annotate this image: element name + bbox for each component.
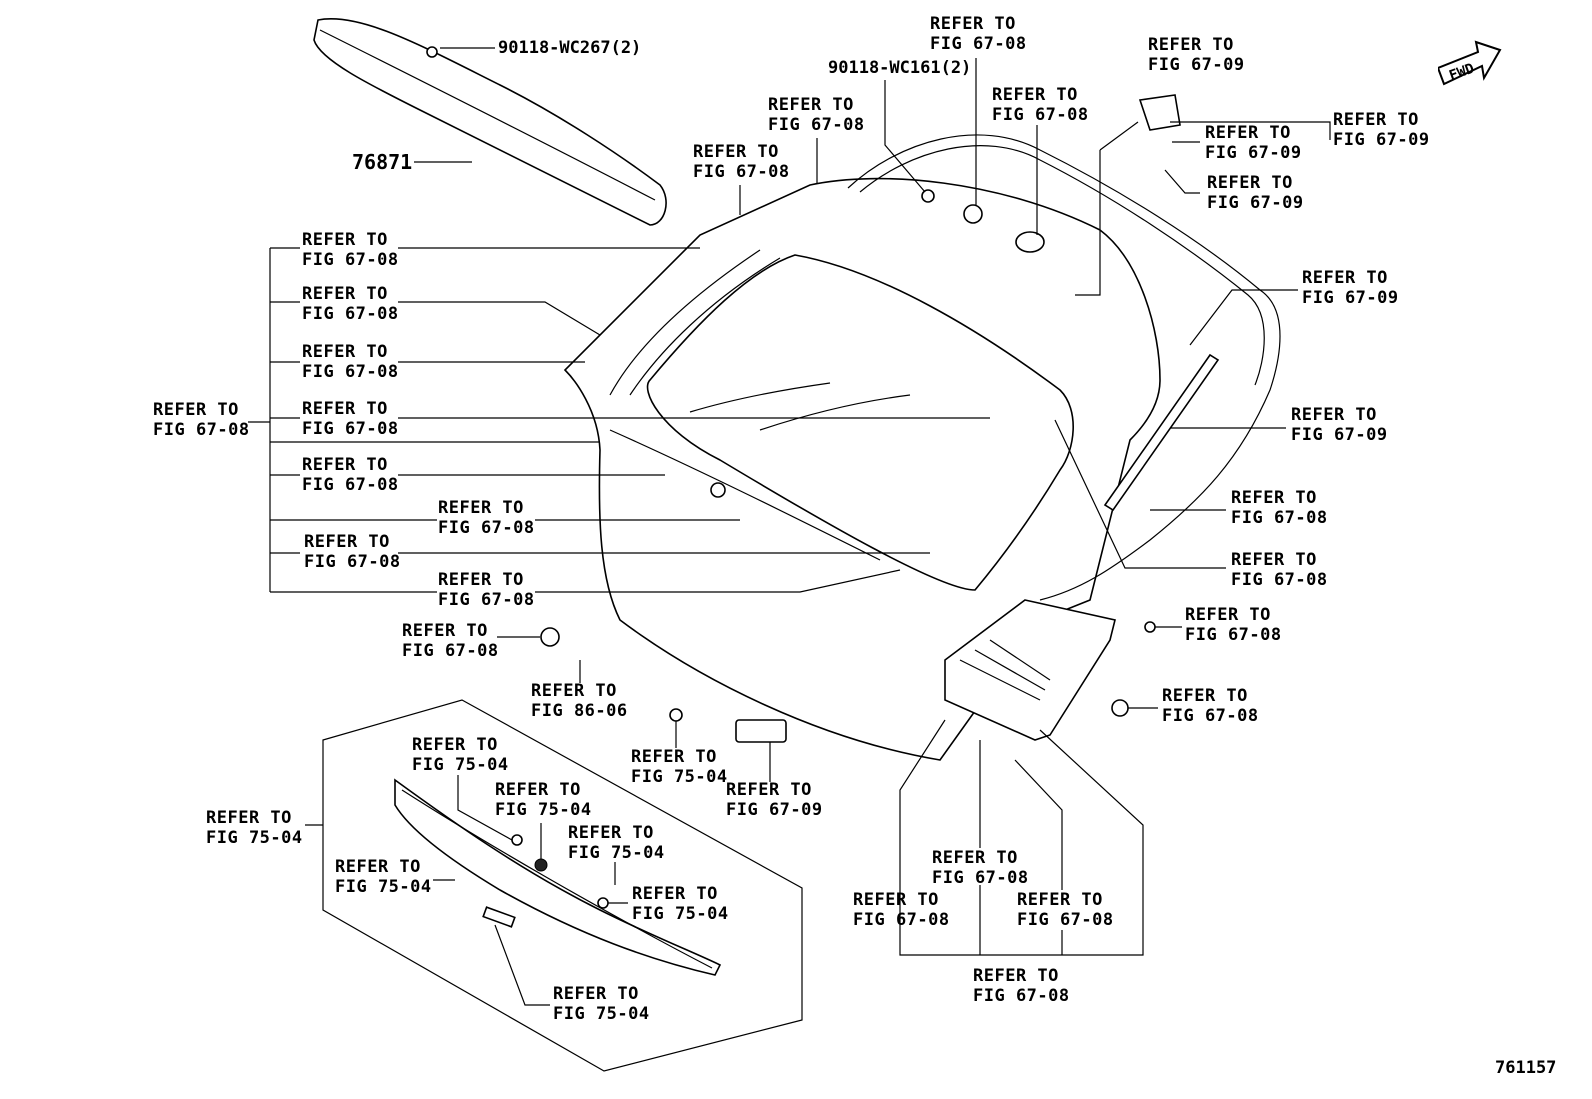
back-door-frame — [847, 134, 1281, 601]
latch-bracket — [944, 599, 1116, 741]
back-door-glass — [646, 254, 1074, 591]
rear-spoiler-shape — [313, 18, 667, 226]
gas-strut — [1103, 353, 1220, 512]
leader-lines — [248, 47, 1331, 1006]
lower-garnish-box — [322, 699, 803, 1072]
part-number-clip-spoiler: 90118-WC267(2) — [498, 38, 642, 58]
part-number-spoiler: 76871 — [352, 150, 413, 174]
hinge — [1138, 94, 1181, 131]
diagram-number: 761157 — [1495, 1058, 1557, 1078]
forward-direction-arrow: FWD — [1436, 38, 1502, 90]
spoiler-clip-icon — [426, 46, 438, 58]
part-number-clip-door: 90118-WC161(2) — [828, 58, 972, 78]
fwd-arrow-icon: FWD — [1436, 40, 1502, 86]
